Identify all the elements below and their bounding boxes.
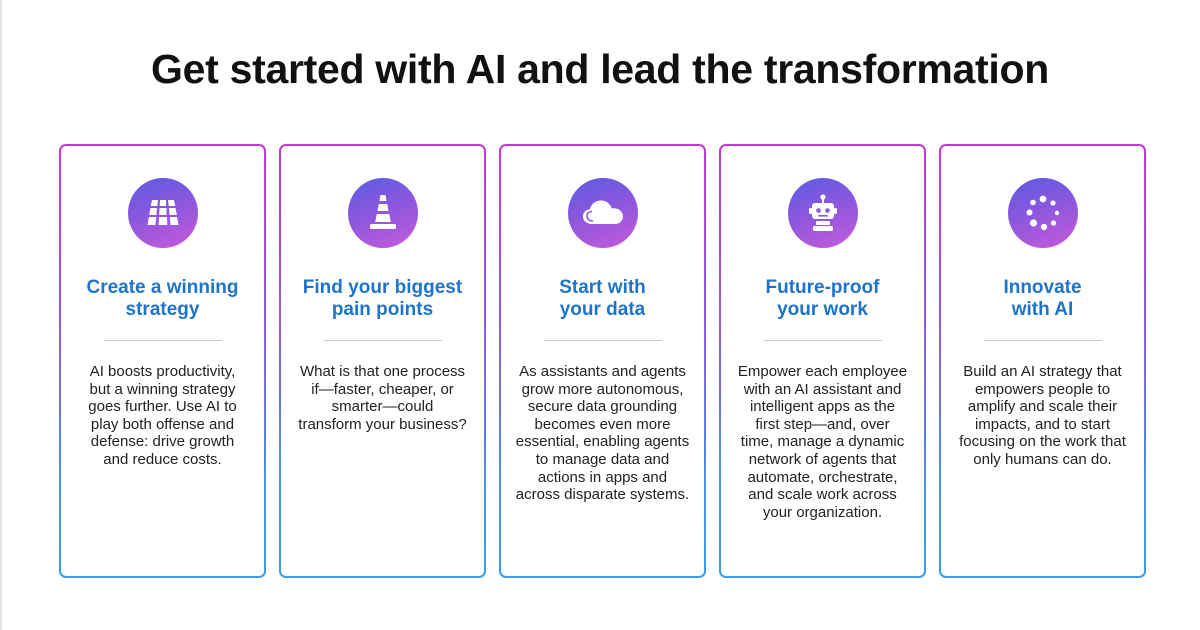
robot-icon [787,178,858,248]
card-find-pain-points: Find your biggest pain points What is th… [279,144,486,578]
card-title: Start with your data [559,277,646,320]
card-title: Innovate with AI [1003,277,1082,320]
card-inner: Innovate with AI Build an AI strategy th… [941,146,1144,576]
card-future-proof-work: Future-proof your work Empower each empl… [719,144,926,578]
card-inner: Create a winning strategy AI boosts prod… [61,146,264,576]
cards-row: Create a winning strategy AI boosts prod… [59,144,1146,578]
card-body: As assistants and agents grow more auton… [515,363,690,504]
card-body: AI boosts productivity, but a winning st… [88,363,237,468]
card-title: Create a winning strategy [86,277,239,320]
card-innovate-with-ai: Innovate with AI Build an AI strategy th… [939,144,1146,578]
card-title: Find your biggest pain points [302,277,463,320]
card-start-with-data: Start with your data As assistants and a… [499,144,706,578]
cloud-icon [567,178,638,248]
card-divider [103,340,222,341]
page-title: Get started with AI and lead the transfo… [151,46,1049,92]
traffic-cone-icon [347,178,418,248]
card-divider [543,340,662,341]
card-body: What is that one process if—faster, chea… [298,363,467,433]
card-body: Build an AI strategy that empowers peopl… [959,363,1126,468]
left-edge-rule [0,0,2,630]
card-inner: Start with your data As assistants and a… [501,146,704,576]
card-body: Empower each employee with an AI assista… [737,363,908,521]
card-title: Future-proof your work [765,277,880,320]
dots-circle-icon [1007,178,1078,248]
card-divider [323,340,442,341]
card-create-winning-strategy: Create a winning strategy AI boosts prod… [59,144,266,578]
card-inner: Future-proof your work Empower each empl… [721,146,924,576]
card-divider [763,340,882,341]
card-inner: Find your biggest pain points What is th… [281,146,484,576]
grid-icon [127,178,198,248]
card-divider [983,340,1102,341]
